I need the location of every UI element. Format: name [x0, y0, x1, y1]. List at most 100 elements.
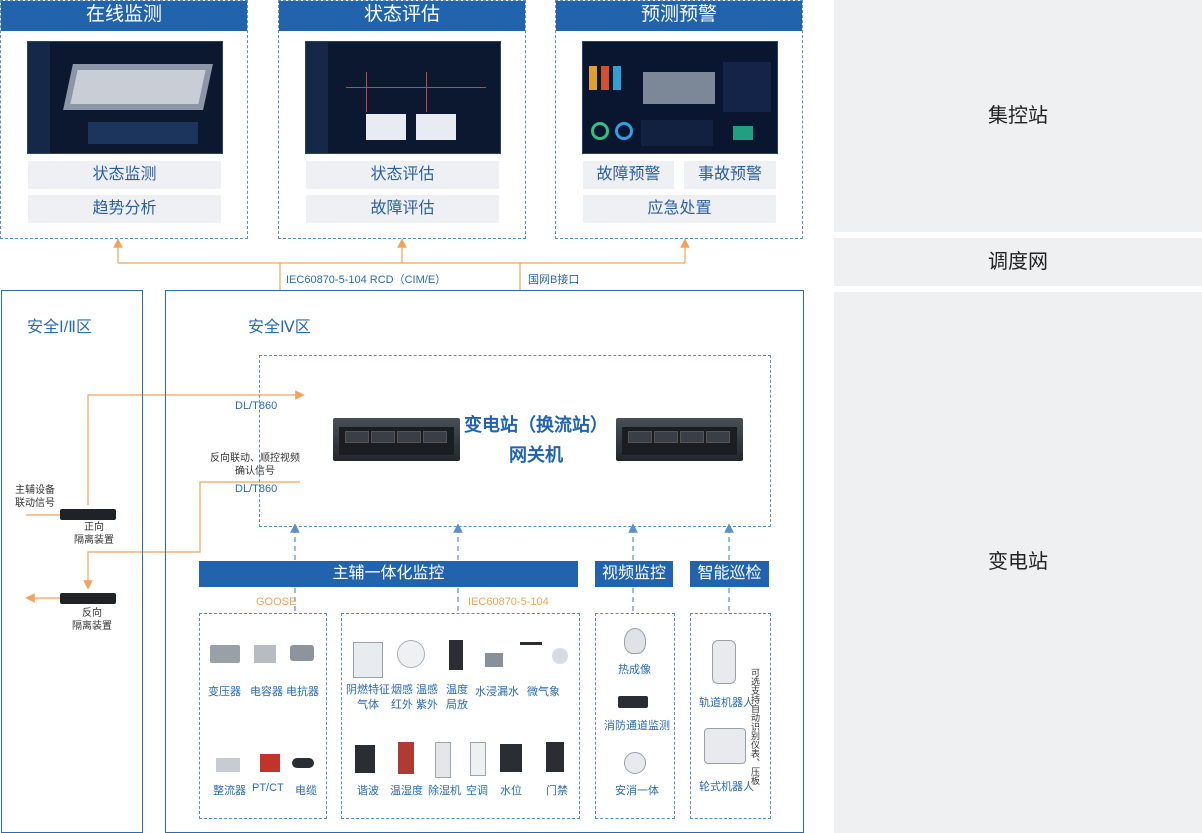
dl-t860-bottom-label: DL/T860: [235, 483, 278, 495]
cable-icon: [292, 758, 314, 768]
fire-channel-camera-icon: [618, 696, 648, 708]
reactor-icon: [290, 645, 314, 661]
aux-signal-line1: 主辅设备: [15, 485, 55, 496]
screenshot-thumbnail: [582, 41, 778, 154]
aux-signal-label: 主辅设备 联动信号: [15, 484, 55, 510]
trend-analysis-button[interactable]: 趋势分析: [28, 195, 221, 223]
emergency-response-button[interactable]: 应急处置: [583, 195, 776, 223]
device-label: 温度 局放: [446, 684, 468, 711]
patrol-note: 可选支持自动识别仪表、压板: [750, 668, 760, 785]
device-label: 微气象: [527, 686, 560, 698]
reverse-isolator-line2: 隔离装置: [72, 621, 112, 632]
server-icon: [616, 418, 743, 461]
smoke-sensor-icon: [397, 640, 425, 668]
access-control-icon: [546, 742, 564, 772]
zone-security-1-2-title: 安全Ⅰ/Ⅱ区: [27, 319, 93, 336]
panel-title: 在线监测: [1, 1, 247, 31]
harmonic-meter-icon: [355, 745, 375, 773]
device-label: 谐波: [357, 785, 379, 797]
main-aux-monitoring-bar: 主辅一体化监控: [199, 561, 578, 587]
fault-evaluation-button[interactable]: 故障评估: [306, 195, 499, 223]
screenshot-thumbnail: [27, 41, 223, 154]
pt-ct-icon: [260, 754, 280, 772]
gateway-title-line2: 网关机: [509, 445, 563, 465]
capacitor-icon: [254, 645, 276, 663]
forward-isolator-icon: [60, 509, 116, 520]
weather-station-icon: [520, 642, 542, 667]
reverse-signal-line2: 确认信号: [235, 466, 275, 477]
server-icon: [333, 418, 460, 461]
water-level-icon: [500, 744, 522, 772]
side-band-dispatch: 调度网: [834, 238, 1202, 286]
device-label: 消防通道监测: [604, 720, 670, 732]
status-monitoring-button[interactable]: 状态监测: [28, 161, 221, 189]
panel-state-evaluation: 状态评估 状态评估 故障评估: [278, 0, 526, 239]
side-band-control-station: 集控站: [834, 0, 1202, 232]
patrol-equipment-box: [690, 613, 771, 819]
forward-isolator-label: 正向 隔离装置: [60, 521, 128, 547]
weather-sensor-icon: [552, 648, 568, 664]
fault-warning-button[interactable]: 故障预警: [583, 161, 674, 189]
auxiliary-equipment-box: [341, 613, 580, 819]
device-label: 轮式机器人: [699, 781, 754, 793]
panel-title: 预测预警: [556, 1, 802, 31]
connector-lines: [25, 238, 734, 612]
reverse-isolator-label: 反向 隔离装置: [58, 607, 126, 633]
water-leak-sensor-icon: [485, 653, 503, 667]
iec-label: IEC60870-5-104: [468, 596, 549, 608]
panel-prediction-warning: 预测预警 故障预警 事故预警 应急处置: [555, 0, 803, 239]
device-label: PT/CT: [252, 782, 284, 794]
dl-t860-top-label: DL/T860: [235, 400, 278, 412]
security-fire-camera-icon: [624, 752, 646, 774]
reverse-isolator-line1: 反向: [82, 608, 102, 619]
thermal-camera-icon: [624, 628, 646, 654]
aux-signal-line2: 联动信号: [15, 498, 55, 509]
accident-warning-button[interactable]: 事故预警: [684, 161, 776, 189]
video-monitoring-bar: 视频监控: [595, 561, 673, 587]
side-label-substation: 变电站: [988, 551, 1048, 573]
rail-robot-icon: [712, 640, 736, 684]
zone-security-1-2: [1, 290, 143, 833]
device-label: 电容器: [250, 686, 283, 698]
device-label: 整流器: [213, 785, 246, 797]
wheeled-robot-icon: [704, 728, 746, 764]
device-label: 门禁: [546, 785, 568, 797]
protocol-label: IEC60870-5-104 RCD（CIM/E）: [286, 274, 447, 286]
temperature-sensor-icon: [449, 640, 463, 670]
device-label: 水浸漏水: [475, 686, 519, 698]
device-label: 电抗器: [286, 686, 319, 698]
device-label: 热成像: [618, 664, 651, 676]
gateway-title: 变电站（换流站） 网关机: [458, 410, 614, 470]
gas-detector-icon: [353, 642, 383, 678]
reverse-signal-line1: 反向联动、顺控视频: [210, 453, 300, 464]
panel-online-monitoring: 在线监测 状态监测 趋势分析: [0, 0, 248, 239]
device-label: 电缆: [295, 785, 317, 797]
device-label: 烟感 温感 红外 紫外: [391, 684, 439, 711]
side-band-substation: 变电站: [834, 292, 1202, 833]
reverse-isolator-icon: [60, 593, 116, 604]
transformer-icon: [210, 645, 240, 663]
video-equipment-box: [595, 613, 675, 819]
primary-equipment-box: [199, 613, 327, 819]
panel-title: 状态评估: [279, 1, 525, 31]
gateway-title-line1: 变电站（换流站）: [464, 415, 608, 435]
intelligent-patrol-bar: 智能巡检: [690, 561, 769, 587]
goose-label: GOOSE: [256, 596, 297, 608]
gateway-area: [259, 355, 771, 527]
side-label-control-station: 集控站: [988, 105, 1048, 127]
device-label: 轨道机器人: [699, 697, 754, 709]
device-label: 变压器: [208, 686, 241, 698]
device-label: 除湿机: [428, 785, 461, 797]
state-evaluation-button[interactable]: 状态评估: [306, 161, 499, 189]
gb-interface-label: 国网B接口: [528, 274, 580, 286]
device-label: 温湿度: [390, 785, 423, 797]
device-label: 安消一体: [615, 785, 659, 797]
reverse-signal-label: 反向联动、顺控视频 确认信号: [200, 452, 310, 478]
air-conditioner-icon: [470, 742, 486, 776]
forward-isolator-line1: 正向: [84, 522, 104, 533]
device-label: 阴燃特征 气体: [346, 684, 390, 711]
humidity-controller-icon: [398, 742, 414, 774]
device-label: 水位: [500, 785, 522, 797]
dehumidifier-icon: [435, 742, 451, 778]
zone-security-4-title: 安全Ⅳ区: [248, 319, 311, 336]
